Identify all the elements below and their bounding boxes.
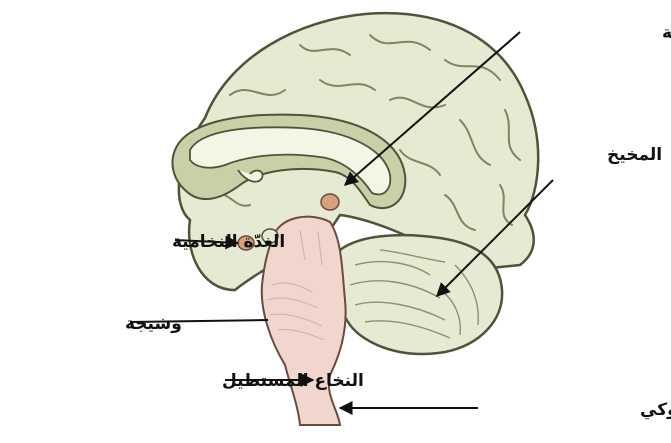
label-cerebellum: المخيخ [607, 145, 662, 165]
cerebellum-outline [336, 235, 502, 354]
pineal-gland [321, 194, 339, 210]
label-spinal-cord: الحبل الشوكي [640, 400, 671, 420]
label-pons: وشيجة [125, 314, 182, 334]
label-pituitary-gland: الغدّة النخامية [172, 232, 285, 252]
label-pineal-gland: الغدّة الصنوبرية [662, 23, 671, 43]
cerebellum [336, 235, 502, 354]
label-medulla: النخاع المستطيل [222, 371, 364, 391]
